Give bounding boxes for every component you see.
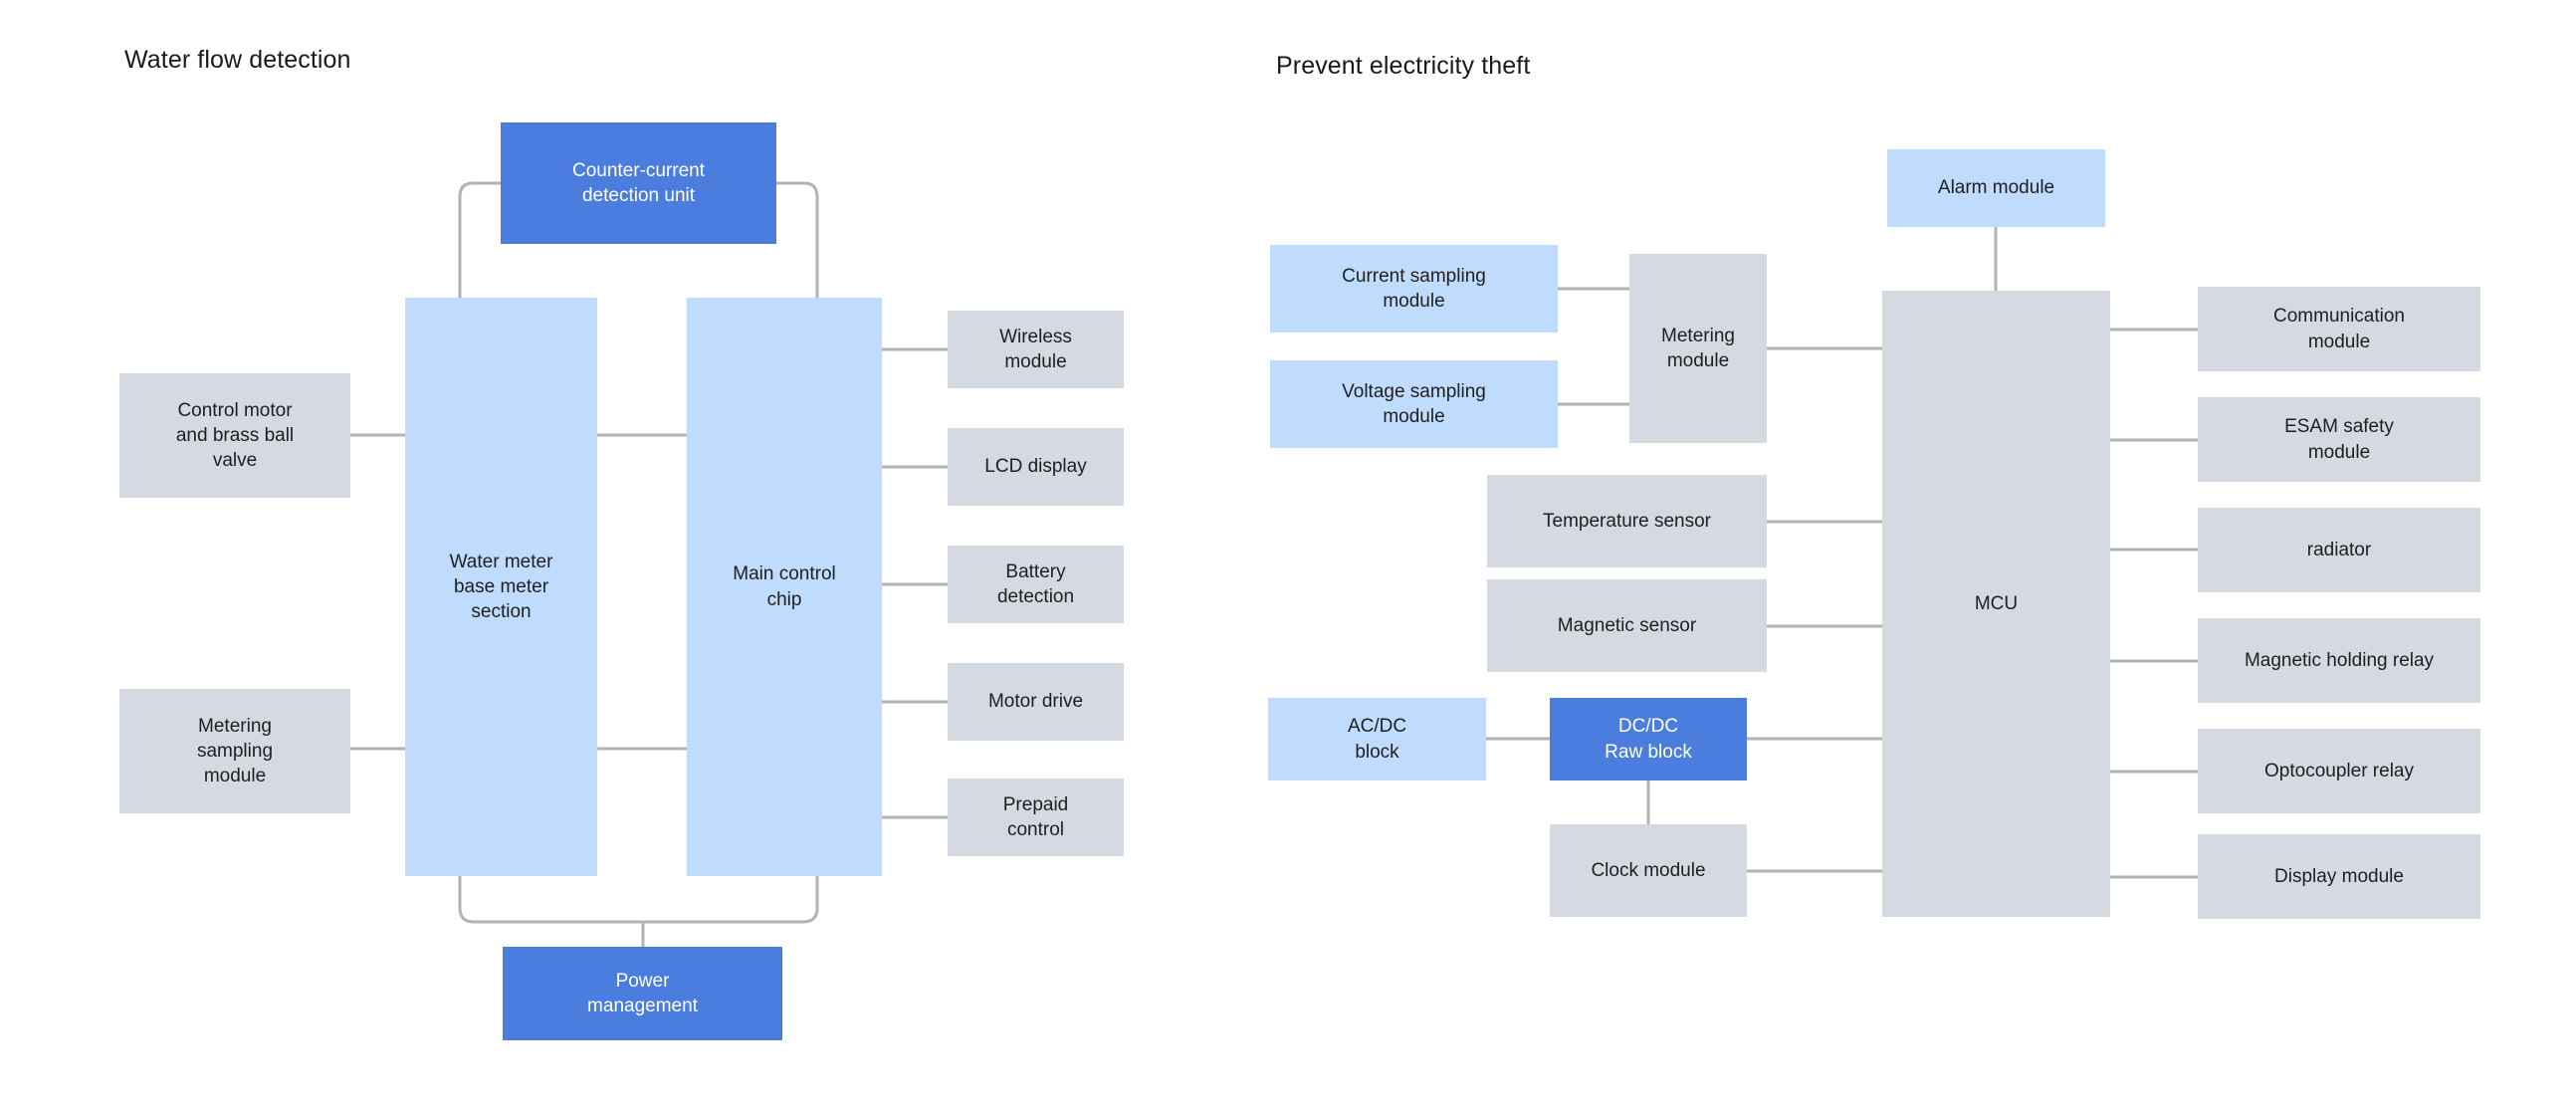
node-clock-module[interactable]: Clock module — [1550, 824, 1747, 917]
edge-main-control-to-power-management — [643, 876, 819, 924]
node-radiator[interactable]: radiator — [2198, 508, 2480, 592]
node-alarm-module[interactable]: Alarm module — [1887, 149, 2105, 227]
node-mcu[interactable]: MCU — [1882, 291, 2110, 917]
edge-counter-current-to-water-meter — [458, 181, 501, 298]
node-optocoupler-relay[interactable]: Optocoupler relay — [2198, 729, 2480, 813]
node-lcd-display[interactable]: LCD display — [948, 428, 1124, 506]
node-magnetic-holding-relay[interactable]: Magnetic holding relay — [2198, 618, 2480, 703]
node-display-module[interactable]: Display module — [2198, 834, 2480, 919]
title-water-flow-detection: Water flow detection — [124, 46, 351, 74]
node-magnetic-sensor[interactable]: Magnetic sensor — [1487, 579, 1767, 672]
node-temperature-sensor[interactable]: Temperature sensor — [1487, 475, 1767, 567]
edge-water-meter-to-power-management — [458, 876, 643, 924]
node-motor-drive[interactable]: Motor drive — [948, 663, 1124, 741]
edge-counter-current-to-main-control — [776, 181, 819, 298]
title-prevent-electricity-theft: Prevent electricity theft — [1276, 52, 1531, 80]
